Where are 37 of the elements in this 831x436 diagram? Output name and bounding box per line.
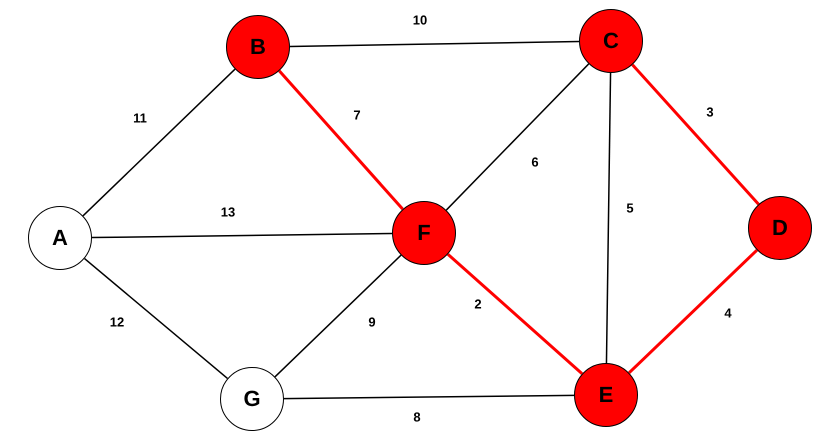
graph-node-circle [574, 363, 638, 427]
edge-line [274, 254, 402, 378]
edge-weight-label: 6 [529, 154, 541, 170]
graph-node-circle [226, 15, 290, 79]
edge-weight-label: 12 [108, 314, 126, 330]
node-label: A [52, 225, 68, 251]
edge-line [84, 258, 228, 380]
edge-line [284, 394, 574, 400]
node-label: B [250, 34, 266, 60]
edge-line [92, 232, 392, 238]
graph-node-circle [579, 9, 643, 73]
edge-weight-label: 8 [411, 410, 423, 424]
edge-line [628, 249, 758, 374]
edge-weight-label: 3 [704, 104, 716, 120]
node-label: E [598, 382, 614, 408]
edge-weight-label: 5 [624, 200, 636, 216]
edge-weight-label: 13 [218, 204, 238, 220]
graph-node-circle [220, 367, 284, 431]
node-label: D [772, 215, 788, 241]
edge-line [82, 68, 236, 216]
edge-line [446, 253, 584, 375]
edge-line [606, 72, 612, 364]
edge-weight-label: 2 [472, 296, 484, 312]
edge-weight-label: 11 [131, 110, 149, 126]
node-label: C [603, 28, 619, 54]
graph-node-circle [748, 196, 812, 260]
node-label: G [243, 386, 261, 412]
edge-line [446, 63, 590, 211]
edge-weight-label: 9 [366, 314, 378, 330]
edge-weight-label: 10 [410, 12, 430, 28]
edge-line [631, 64, 760, 206]
node-label: F [417, 220, 431, 246]
edge-line [278, 70, 404, 210]
edge-weight-label: 4 [722, 306, 734, 320]
graph-node-circle [392, 201, 456, 265]
edge-line [290, 40, 580, 48]
edge-weight-label: 7 [351, 108, 363, 122]
